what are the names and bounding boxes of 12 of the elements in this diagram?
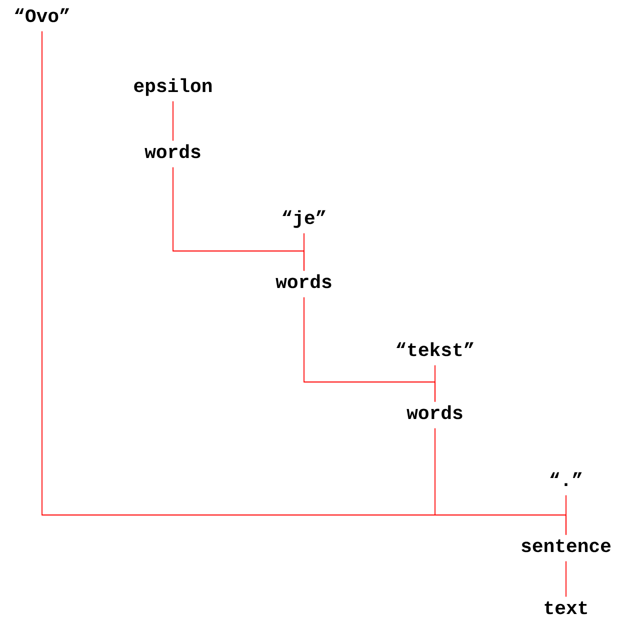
tree-node-label: words [144,144,200,158]
tree-node-label: “je” [282,210,326,228]
tree-line [434,364,436,402]
tree-node-label: words [406,405,462,420]
tree-node-label: words [276,274,332,288]
tree-node-label: “Ovo” [14,8,70,22]
tree-node-label: sentence [522,539,610,552]
tree-node-label: “tekst” [396,342,474,356]
tree-node-label: “.” [550,472,582,486]
tree-node-label: epsilon [134,78,212,96]
tree-node-label: text [544,601,587,614]
tree-line [172,100,174,142]
